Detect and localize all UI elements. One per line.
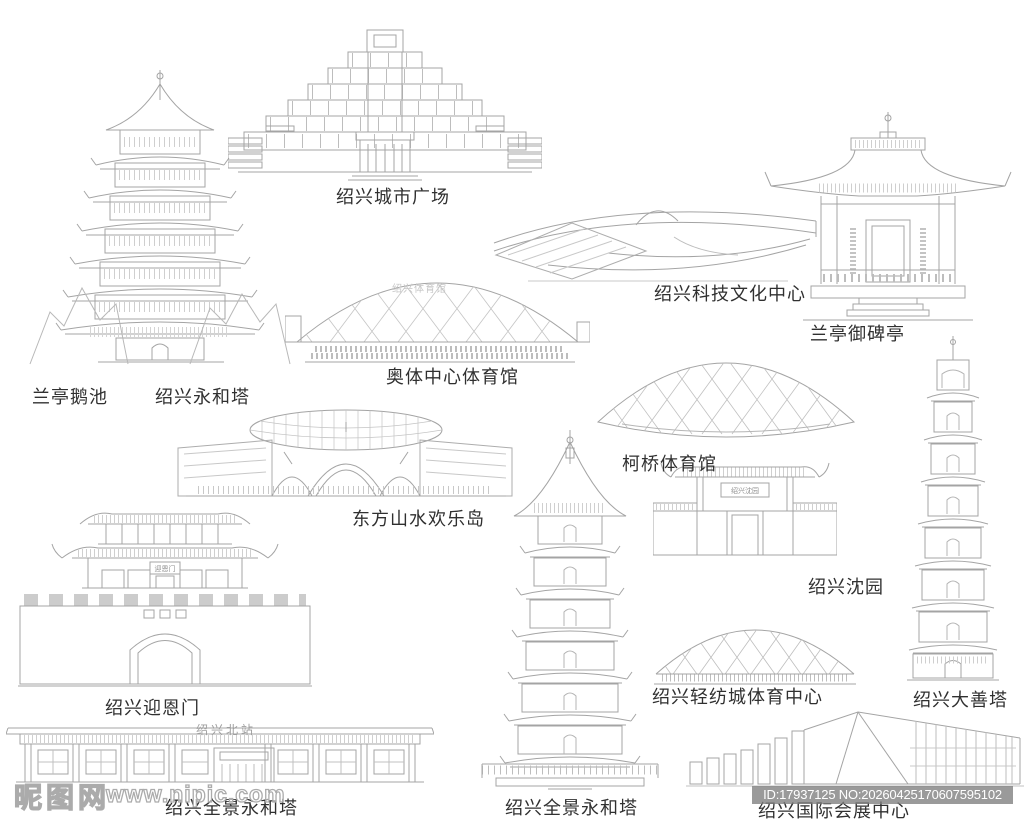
label-yingenmen: 绍兴迎恩门 <box>105 698 200 718</box>
panorama-tower-drawing <box>481 430 659 790</box>
label-panorama-tower-station: 绍兴全景永和塔 <box>165 798 298 818</box>
label-city-square: 绍兴城市广场 <box>336 187 450 207</box>
label-tech-culture-center: 绍兴科技文化中心 <box>654 284 806 304</box>
label-dashan-pagoda: 绍兴大善塔 <box>913 690 1008 710</box>
label-panorama-tower: 绍兴全景永和塔 <box>505 798 638 818</box>
dashan-pagoda-drawing <box>907 336 999 681</box>
label-keqiao-stadium: 柯桥体育馆 <box>622 454 717 474</box>
north-station-drawing <box>6 727 434 783</box>
city-square-drawing <box>228 29 542 181</box>
label-lanting-pavilion: 兰亭御碑亭 <box>810 324 905 344</box>
label-expo-center: 绍兴国际会展中心 <box>758 801 910 821</box>
oriental-joyland-drawing <box>177 409 513 497</box>
shenyuan-gate-drawing <box>653 462 837 556</box>
watermark-site-name: 昵图网 <box>13 781 111 813</box>
olympic-stadium-drawing <box>285 282 590 363</box>
stadium-dome-text: 绍兴体育馆 <box>392 284 447 295</box>
label-oriental-joyland: 东方山水欢乐岛 <box>352 509 485 529</box>
yonghe-tower-drawing <box>29 70 291 365</box>
north-station-sign: 绍兴北站 <box>196 723 257 737</box>
label-textile-sports-center: 绍兴轻纺城体育中心 <box>652 687 823 707</box>
textile-sports-center-drawing <box>654 629 856 685</box>
label-shenyuan: 绍兴沈园 <box>808 577 884 597</box>
expo-center-drawing <box>686 711 1024 787</box>
keqiao-stadium-drawing <box>596 362 856 438</box>
yingenmen-drawing <box>18 512 312 687</box>
watermark-id-bar: ID:17937125 NO:20260425170607595102 <box>752 786 1013 804</box>
watermark-site-url: www.nipic.com <box>105 780 286 807</box>
lanting-pavilion-drawing <box>764 112 1012 321</box>
shenyuan-plaque-text: 绍兴沈园 <box>731 488 759 495</box>
label-goose-pond: 兰亭鹅池 <box>32 387 108 407</box>
yingen-plaque-text: 迎恩门 <box>154 566 176 573</box>
tech-culture-center-drawing <box>493 210 817 282</box>
label-yonghe-tower: 绍兴永和塔 <box>155 387 250 407</box>
label-olympic-stadium: 奥体中心体育馆 <box>386 367 519 387</box>
